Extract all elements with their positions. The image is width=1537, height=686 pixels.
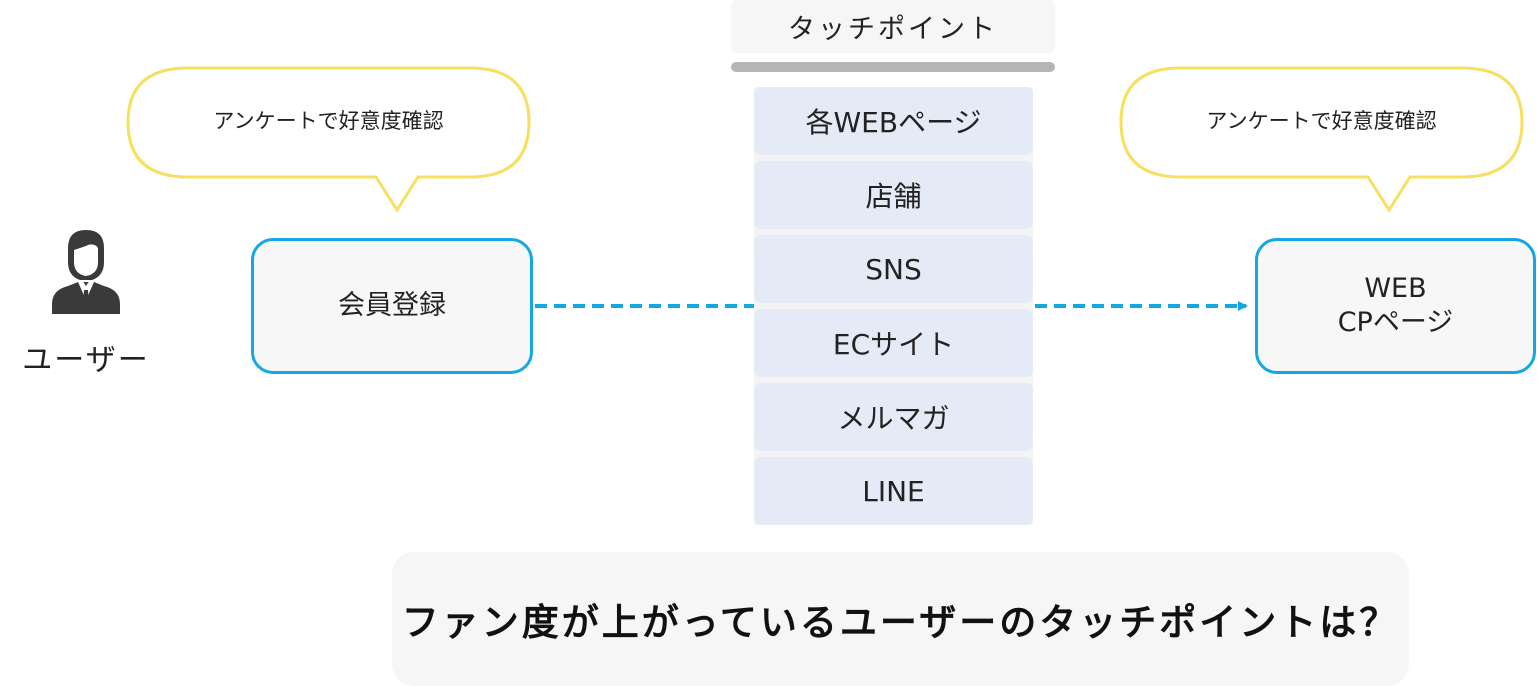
- bubble-left-text: アンケートで好意度確認: [213, 109, 444, 133]
- bubble-right-text: アンケートで好意度確認: [1206, 109, 1437, 133]
- touchpoint-item-line: LINE: [754, 457, 1033, 525]
- web-cp-label-line2: CPページ: [1337, 307, 1454, 338]
- touchpoint-header-bar: [731, 62, 1055, 72]
- touchpoint-item-web-pages: 各WEBページ: [754, 87, 1033, 155]
- touchpoint-item-ec-site: ECサイト: [754, 309, 1033, 377]
- registration-label: 会員登録: [338, 290, 446, 321]
- touchpoint-item-store: 店舗: [754, 161, 1033, 229]
- touchpoint-item-mail-magazine: メルマガ: [754, 383, 1033, 451]
- user-label: ユーザー: [22, 343, 150, 378]
- web-cp-label-line1: WEB: [1364, 273, 1427, 304]
- touchpoint-list: 各WEBページ 店舗 SNS ECサイト メルマガ LINE: [754, 87, 1033, 525]
- question-banner: ファン度が上がっているユーザーのタッチポイントは？: [392, 552, 1409, 686]
- web-cp-box: WEB CPページ: [1255, 238, 1536, 374]
- touchpoint-header: タッチポイント: [731, 0, 1055, 53]
- person-icon: [52, 230, 120, 314]
- registration-box: 会員登録: [251, 238, 533, 374]
- touchpoint-item-sns: SNS: [754, 235, 1033, 303]
